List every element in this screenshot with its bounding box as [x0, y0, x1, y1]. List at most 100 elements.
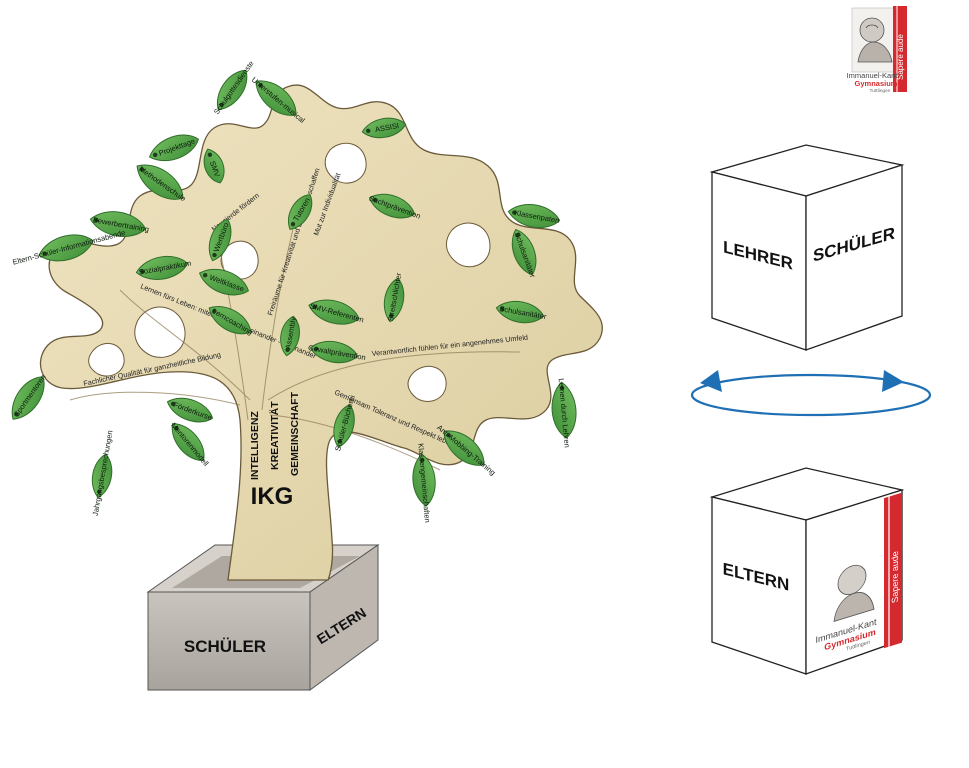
leaf-shape [208, 218, 232, 262]
leaf-pin [207, 152, 213, 157]
leaf-shape [166, 397, 214, 423]
leaf: Schulgottesdienste [212, 59, 256, 116]
leaf: Sozialpraktikum [135, 256, 192, 280]
leaf-shape [89, 211, 147, 237]
leaf-pin [446, 432, 451, 438]
leaf-shape [216, 69, 248, 111]
logo-line2: Gymnasium [855, 79, 898, 88]
leaf: Klassenpaten [507, 204, 561, 228]
leaf-pin [153, 152, 158, 158]
leaf-pin [212, 252, 217, 258]
kant-portrait-icon [857, 17, 893, 63]
leaf-pin [314, 346, 319, 352]
logo-line1: Immanuel-Kant [847, 71, 899, 80]
leaf-pin [366, 128, 371, 133]
leaf-shape [136, 164, 184, 200]
logo-motto: Sapere aude [896, 34, 905, 80]
cube-logo-motto: Sapere aude [890, 550, 900, 604]
leaf-shape [443, 430, 485, 466]
tree-base: SCHÜLER ELTERN [146, 544, 380, 691]
leaf: Weltklasse [198, 268, 250, 296]
leaf-label: Mentorenmodell [169, 421, 211, 468]
leaf-shape [507, 204, 561, 228]
leaf-pin [285, 347, 290, 352]
school-logo: Sapere aude Immanuel-Kant Gymnasium Tutt… [847, 6, 907, 94]
leaf-pin [94, 217, 99, 223]
leaf-shape [361, 117, 407, 139]
leaf: Streitschlichter [383, 272, 405, 323]
leaf-shape [412, 453, 436, 507]
ikg-tree: SCHÜLER ELTERN IKG INTELLIGE [11, 59, 603, 691]
leaf-pin [258, 82, 263, 88]
rotation-arrow-icon [690, 370, 932, 417]
base-front-label: SCHÜLER [184, 637, 266, 656]
leaf: Jahrgangsbesprechungen [91, 430, 115, 517]
leaf-pin [372, 197, 378, 203]
leaf-shape [368, 193, 416, 219]
cube-bottom: ELTERN Sapere aude Immanuel-Kant Gymnasi… [709, 467, 905, 675]
leaf-label: Schulgottesdienste [212, 59, 256, 116]
leaf-shape [11, 376, 45, 420]
leaf-shape [511, 228, 537, 276]
leaf-pin [389, 313, 394, 318]
trunk-title: IKG [251, 483, 294, 510]
leaf-shape [148, 134, 200, 162]
leaf-shape [203, 148, 225, 184]
leaf: ASSISI [361, 117, 407, 139]
leaf-pin [14, 412, 19, 417]
leaf-pin [219, 102, 224, 107]
trunk-value-1: INTELLIGENZ [249, 411, 261, 480]
leaf-shape [198, 268, 250, 296]
leaf-shape [308, 299, 360, 325]
leaf: Projekttage [148, 134, 200, 162]
leaf-pin [212, 308, 217, 314]
cube-top: LEHRER SCHÜLER [709, 144, 905, 351]
leaf-pin [512, 210, 517, 215]
leaf-shape [171, 423, 205, 461]
leaf: Sportmentoren [11, 373, 48, 420]
leaf-pin [337, 439, 343, 444]
leaf-pin [170, 401, 176, 407]
leaf-shape [383, 277, 405, 323]
leaf-pin [559, 385, 565, 391]
leaf: Mentorenmodell [169, 421, 211, 468]
leaf-pin [140, 269, 145, 274]
leaf-shape [208, 306, 252, 335]
leaf: Assembly [280, 315, 300, 357]
leaf-pin [139, 167, 145, 172]
leaf: Wertbüro [208, 218, 232, 262]
leaf: Bewerbertraining [89, 211, 150, 237]
leaf: SMV [203, 148, 225, 184]
leaf-pin [420, 457, 425, 463]
leaf-shape [333, 404, 355, 448]
leaf-pin [290, 221, 296, 227]
kant-portrait-icon [833, 564, 875, 622]
leaf-shape [309, 340, 359, 364]
leaf-shape [135, 256, 189, 280]
trunk-value-2: KREATIVITÄT [268, 401, 281, 470]
leaf-shape [288, 194, 313, 230]
leaf: Tutoren [288, 194, 313, 230]
leaf-shape [280, 315, 300, 357]
leaf: Förderkurse [166, 397, 214, 423]
leaf-label: ASSISI [374, 121, 399, 134]
leaf: Schulsanitäter [495, 300, 548, 324]
leaf-pin [500, 306, 505, 312]
leaf-shape [255, 80, 297, 116]
leaf-shape [495, 300, 545, 324]
leaf: Gewaltprävention [307, 340, 366, 364]
leaf-shape [38, 234, 94, 262]
leaf-pin [312, 304, 317, 310]
leaf-pin [515, 232, 521, 238]
leaf: Lernen durch Lehren [551, 378, 577, 448]
logo-line3: Tuttlingen [870, 88, 891, 94]
leaf-pin [42, 251, 47, 256]
trunk-value-3: GEMEINSCHAFT [289, 391, 301, 476]
leaf-pin [203, 272, 208, 278]
leaf-shape [551, 381, 577, 439]
leaf-shape [91, 453, 113, 499]
tree-wood [39, 84, 603, 581]
leaf-pin [97, 489, 102, 494]
leaf-pin [174, 426, 179, 431]
